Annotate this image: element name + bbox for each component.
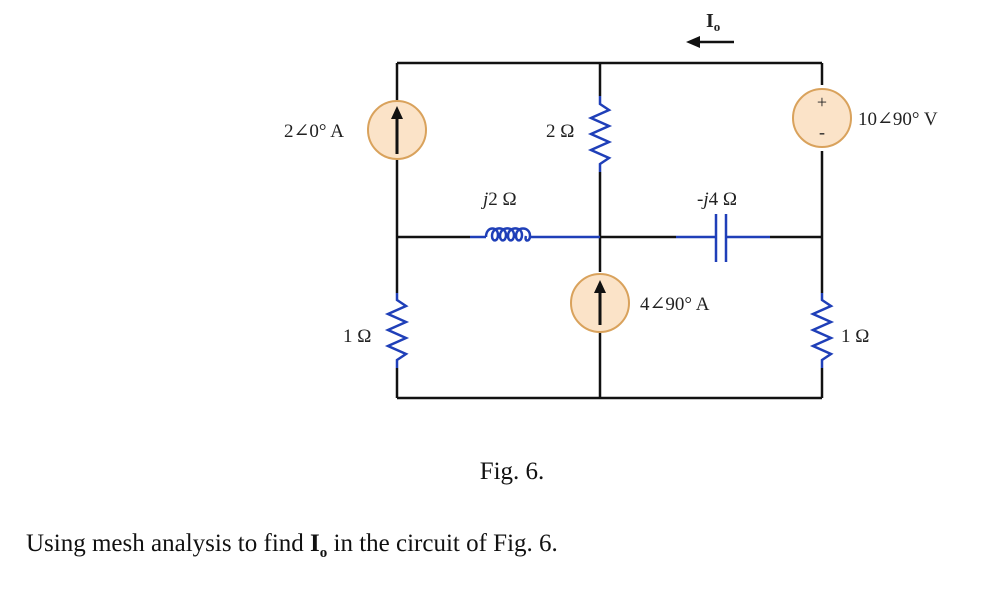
resistor-1-ohm-left [384, 293, 410, 368]
question-text: Using mesh analysis to find Io in the ci… [26, 530, 558, 562]
inductor-label: j2 Ω [480, 189, 517, 210]
resistor-1-ohm-right [809, 293, 835, 368]
voltage-source: + - [792, 88, 852, 148]
minus-sign: - [819, 122, 825, 142]
capacitor [676, 214, 770, 262]
wires [395, 61, 824, 400]
resistor-1-ohm-left-label: 1 Ω [343, 326, 371, 347]
question-before: Using mesh analysis to find [26, 530, 311, 557]
current-source-left [367, 100, 427, 160]
current-source-mid-label: 4∠90° A [640, 294, 710, 315]
plus-sign: + [817, 92, 827, 112]
resistor-2-ohm [587, 96, 613, 172]
io-label: Io [706, 10, 720, 34]
capacitor-label: -j4 Ω [697, 189, 737, 210]
circuit-diagram: + - Io 2∠0° A 2 Ω 10∠90° V j2 Ω -j4 Ω 4∠… [284, 10, 938, 400]
current-source-left-label: 2∠0° A [284, 121, 344, 142]
voltage-source-label: 10∠90° V [858, 109, 938, 130]
resistor-1-ohm-right-label: 1 Ω [841, 326, 869, 347]
question-symbol: Io [310, 530, 328, 561]
question-after: in the circuit of Fig. 6. [327, 530, 558, 557]
inductor [470, 227, 600, 242]
figure-caption: Fig. 6. [479, 458, 545, 485]
resistor-2-ohm-label: 2 Ω [546, 121, 574, 142]
current-source-mid [570, 273, 630, 333]
io-arrow [686, 36, 734, 48]
